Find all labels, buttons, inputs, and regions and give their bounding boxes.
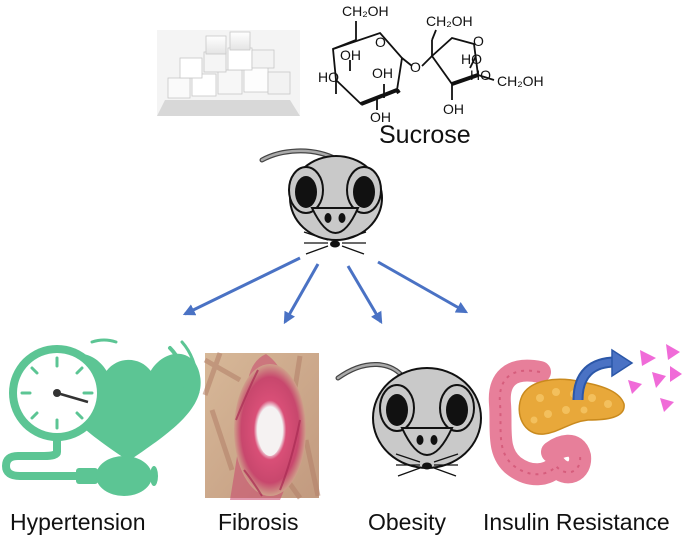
fructose-ho-2: HO: [470, 67, 491, 83]
fructose-ch2oh-right: CH₂OH: [497, 73, 544, 89]
glucose-ho: HO: [318, 69, 339, 85]
fructose-oh-bottom: OH: [443, 101, 464, 117]
outcome-label-fibrosis: Fibrosis: [218, 509, 299, 535]
outcome-label-hypertension: Hypertension: [10, 509, 146, 535]
fructose-ho-1: HO: [461, 51, 482, 67]
obese-mouse-icon: [335, 362, 482, 477]
outcome-arrows: [182, 256, 469, 325]
insulin-particles: [628, 344, 682, 412]
fructose-ch2oh-label: CH₂OH: [426, 13, 473, 29]
fructose-ring: [430, 37, 479, 86]
outcome-label-obesity: Obesity: [368, 509, 446, 535]
sugar-cubes-image: [157, 30, 300, 116]
fibrosis-tissue-image: [202, 352, 321, 500]
outcome-label-insulin-resistance: Insulin Resistance: [483, 509, 670, 535]
arrow-to-insulin-resistance: [377, 260, 469, 314]
blood-pressure-heart-icon: [1, 338, 201, 496]
mouse-icon: [259, 148, 383, 255]
sucrose-structure: [332, 21, 495, 110]
sucrose-label: Sucrose: [379, 121, 471, 149]
arrow-to-hypertension: [182, 256, 301, 316]
pancreas-icon: [488, 344, 682, 486]
sucrose-labels: CH₂OH O OH HO OH OH O CH₂OH O HO HO CH₂O…: [318, 3, 544, 125]
glucose-ch2oh-label: CH₂OH: [342, 3, 389, 19]
arrow-to-obesity: [346, 265, 383, 325]
glucose-oh-1: OH: [340, 47, 361, 63]
fructose-ring-oxygen: O: [473, 33, 484, 49]
glucose-ring-oxygen: O: [375, 34, 386, 50]
glucose-oh-3: OH: [370, 109, 391, 125]
bridge-oxygen: O: [410, 59, 421, 75]
arrow-to-fibrosis: [283, 263, 320, 325]
glucose-oh-2: OH: [372, 65, 393, 81]
